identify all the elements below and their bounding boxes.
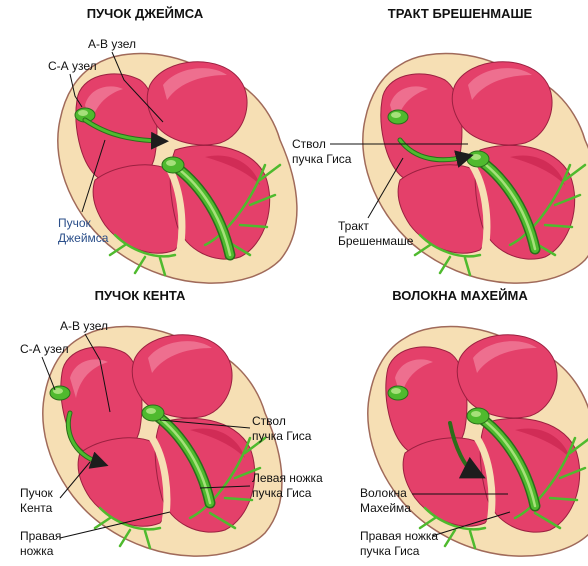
right-bundle-branch-leader — [431, 511, 511, 537]
panel-james-bundle: ПУЧОК ДЖЕЙМСА А-В узел С-А узел Пучок Дж… — [48, 6, 297, 283]
right-bundle-branch-label-line1: Правая ножка — [360, 529, 438, 543]
sa-node-leader — [69, 73, 83, 108]
left-bundle-branch-label-line2: пучка Гиса — [252, 486, 312, 500]
right-bundle-branch-label-line2: ножка — [20, 544, 54, 558]
james-bundle-label-line2: Джеймса — [58, 231, 109, 245]
his-trunk-leader — [159, 419, 251, 429]
av-node-label: А-В узел — [60, 319, 108, 333]
panel-title: ТРАКТ БРЕШЕНМАШЕ — [388, 6, 533, 21]
panel-kent-bundle: ПУЧОК КЕНТА А-В узел С-А узел Ствол пучк… — [20, 288, 323, 558]
heart-illustration — [43, 327, 282, 557]
heart-illustration — [368, 327, 588, 557]
kent-bundle-leader — [59, 461, 91, 499]
brechenmacher-label-line1: Тракт — [338, 219, 369, 233]
panel-title: ПУЧОК КЕНТА — [95, 288, 186, 303]
left-bundle-branch-leader — [199, 485, 251, 489]
right-bundle-branch-label-line2: пучка Гиса — [360, 544, 420, 558]
brechenmacher-leader — [367, 157, 404, 219]
mahaim-fibers-label-line1: Волокна — [360, 486, 407, 500]
kent-bundle-label-line2: Кента — [20, 501, 53, 515]
av-node-label: А-В узел — [88, 37, 136, 51]
james-bundle-label-line1: Пучок — [58, 216, 92, 230]
panel-brechenmacher-tract: ТРАКТ БРЕШЕНМАШЕ Ствол пучка Гиса Тракт … — [292, 6, 588, 283]
mahaim-fibers-label-line2: Махейма — [360, 501, 411, 515]
av-node-leader — [111, 51, 164, 123]
his-trunk-label-line2: пучка Гиса — [292, 152, 352, 166]
panel-title: ПУЧОК ДЖЕЙМСА — [87, 6, 204, 21]
kent-bundle-label-line1: Пучок — [20, 486, 54, 500]
right-bundle-branch-label-line1: Правая — [20, 529, 61, 543]
brechenmacher-label-line2: Брешенмаше — [338, 234, 414, 248]
his-trunk-label-line1: Ствол — [252, 414, 286, 428]
left-bundle-branch-label-line1: Левая ножка — [252, 471, 323, 485]
heart-illustration — [363, 54, 588, 284]
av-node-leader — [84, 333, 111, 413]
sa-node-label: С-А узел — [20, 342, 69, 356]
heart-illustration — [58, 54, 297, 284]
sa-node-leader — [41, 356, 56, 391]
panel-title: ВОЛОКНА МАХЕЙМА — [392, 288, 528, 303]
his-trunk-label-line2: пучка Гиса — [252, 429, 312, 443]
right-bundle-branch-leader — [59, 511, 171, 539]
sa-node-label: С-А узел — [48, 59, 97, 73]
panel-mahaim-fibers: ВОЛОКНА МАХЕЙМА Волокна Махейма Правая н… — [360, 288, 588, 558]
his-trunk-label-line1: Ствол — [292, 137, 326, 151]
james-bundle-leader — [81, 139, 106, 213]
